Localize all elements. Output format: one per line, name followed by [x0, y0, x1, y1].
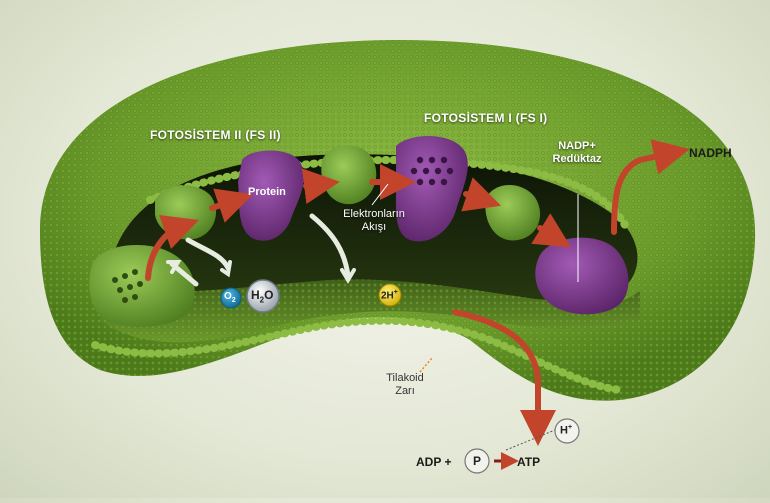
o2-text: O — [224, 291, 232, 302]
membrane-line1: Tilakoid — [386, 372, 424, 384]
o2-sub: 2 — [231, 297, 236, 304]
fs1-purple — [395, 135, 468, 242]
h2o-label: H2O — [251, 288, 273, 304]
electron-flow-line2: Akışı — [361, 221, 387, 233]
phosphate-label: P — [473, 454, 482, 468]
electron-flow-label: Elektronların Akışı — [334, 208, 414, 234]
protein-label: Protein — [248, 186, 286, 198]
h-plus-label: H+ — [560, 424, 572, 437]
h-plus-pointer — [505, 427, 561, 451]
o2-label: O2 — [224, 291, 236, 304]
nadp-reductase-line2: Redüktaz — [552, 153, 602, 165]
fs2-label: FOTOSİSTEM II (FS II) — [150, 128, 281, 142]
o2-molecule — [220, 287, 242, 309]
membrane-label-pointer — [419, 357, 433, 373]
water-split-arrows — [166, 213, 356, 287]
2h-plus-label: 2H+ — [381, 289, 398, 301]
electron-flow-line1: Elektronların — [343, 208, 405, 220]
atp-label: ATP — [517, 455, 541, 469]
nadph-label: NADPH — [689, 146, 732, 160]
h-plus-text: H — [560, 424, 568, 437]
fs1-label: FOTOSİSTEM I (FS I) — [424, 111, 548, 125]
fs2-pores — [112, 269, 143, 303]
h2o-molecule — [246, 279, 280, 313]
h2o-sub: 2 — [259, 295, 265, 305]
electron-flow-arrows — [145, 139, 690, 446]
2h-sup: + — [393, 289, 398, 296]
electron-label-pointer — [371, 183, 389, 206]
2h-plus-ion — [378, 283, 402, 307]
protein-purple — [238, 150, 304, 241]
nadp-reductase-label: NADP+ Redüktaz — [540, 140, 614, 166]
phosphate-circle — [464, 448, 490, 474]
h-plus-sup: + — [567, 424, 573, 431]
nadp-reductase-line1: NADP+ — [558, 140, 596, 152]
h-plus-circle — [554, 418, 580, 444]
nadp-reductase-purple — [535, 237, 629, 315]
h2o-o: O — [264, 288, 274, 302]
h2o-h: H — [251, 288, 260, 302]
membrane-label: Tilakoid Zarı — [380, 372, 430, 398]
membrane-line2: Zarı — [395, 385, 415, 397]
adp-label: ADP + — [416, 455, 452, 469]
2h-text: 2H — [381, 290, 394, 302]
